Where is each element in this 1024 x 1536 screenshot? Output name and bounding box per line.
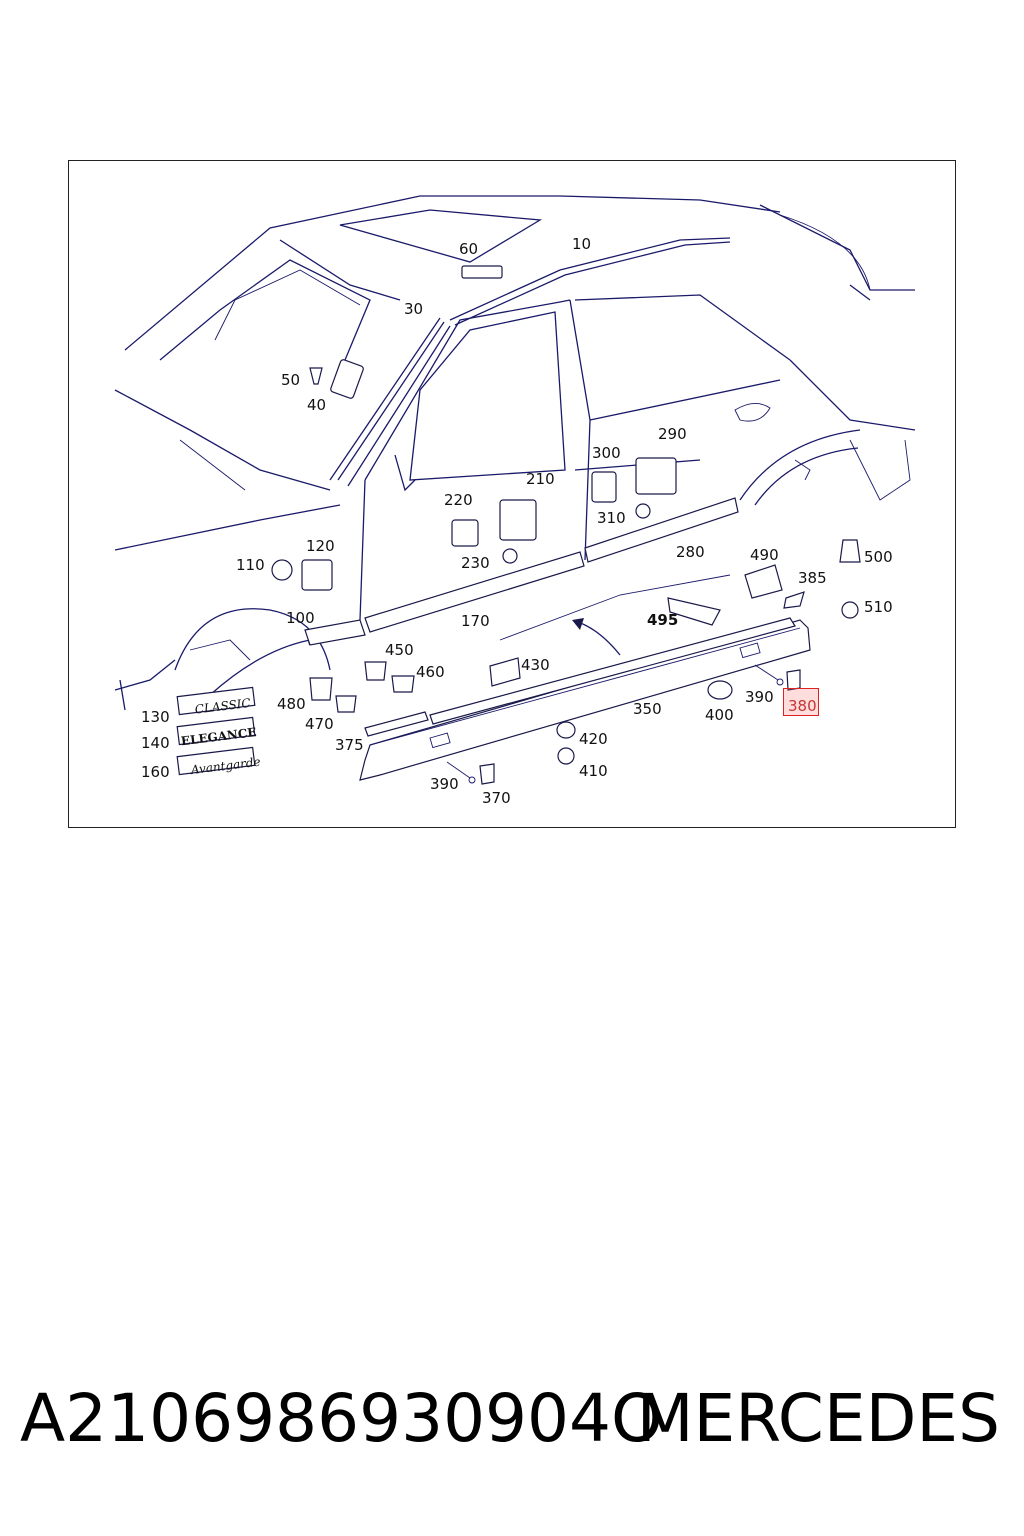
callout-460[interactable]: 460 — [416, 663, 445, 681]
callout-120[interactable]: 120 — [306, 537, 335, 555]
callout-310[interactable]: 310 — [597, 509, 626, 527]
callout-470[interactable]: 470 — [305, 715, 334, 733]
hardware-parts — [271, 265, 861, 785]
car-body-outline — [114, 195, 916, 711]
callout-380[interactable]: 380 — [788, 697, 817, 715]
callout-350[interactable]: 350 — [633, 700, 662, 718]
callout-420[interactable]: 420 — [579, 730, 608, 748]
callout-490[interactable]: 490 — [750, 546, 779, 564]
callout-280[interactable]: 280 — [676, 543, 705, 561]
badge-classic: CLASSIC — [194, 696, 251, 717]
callout-480[interactable]: 480 — [277, 695, 306, 713]
callout-60[interactable]: 60 — [459, 240, 478, 258]
callout-140[interactable]: 140 — [141, 734, 170, 752]
callout-230[interactable]: 230 — [461, 554, 490, 572]
brand-name: MERCEDES — [636, 1380, 1000, 1457]
callout-370[interactable]: 370 — [482, 789, 511, 807]
callout-labels: 10 30 40 50 60 100 110 120 130 140 160 1… — [141, 235, 893, 807]
callout-10[interactable]: 10 — [572, 235, 591, 253]
callout-300[interactable]: 300 — [592, 444, 621, 462]
callout-500[interactable]: 500 — [864, 548, 893, 566]
callout-400[interactable]: 400 — [705, 706, 734, 724]
callout-410[interactable]: 410 — [579, 762, 608, 780]
callout-170[interactable]: 170 — [461, 612, 490, 630]
highlighted-callout-box — [783, 688, 819, 716]
callout-290[interactable]: 290 — [658, 425, 687, 443]
callout-160[interactable]: 160 — [141, 763, 170, 781]
model-badges: CLASSIC ELEGANCE Avantgarde — [176, 686, 261, 777]
callout-30[interactable]: 30 — [404, 300, 423, 318]
callout-100[interactable]: 100 — [286, 609, 315, 627]
callout-495[interactable]: 495 — [647, 611, 678, 629]
sill-panel — [359, 617, 811, 781]
callout-390-right[interactable]: 390 — [745, 688, 774, 706]
callout-210[interactable]: 210 — [526, 470, 555, 488]
callout-110[interactable]: 110 — [236, 556, 265, 574]
callout-430[interactable]: 430 — [521, 656, 550, 674]
callout-130[interactable]: 130 — [141, 708, 170, 726]
callout-40[interactable]: 40 — [307, 396, 326, 414]
callout-220[interactable]: 220 — [444, 491, 473, 509]
door-moldings — [304, 497, 739, 646]
callout-510[interactable]: 510 — [864, 598, 893, 616]
callout-50[interactable]: 50 — [281, 371, 300, 389]
callout-450[interactable]: 450 — [385, 641, 414, 659]
part-number: A2106986930904O — [20, 1380, 663, 1457]
footer-bar: A2106986930904O MERCEDES — [0, 1380, 1024, 1470]
callout-385[interactable]: 385 — [798, 569, 827, 587]
callout-375[interactable]: 375 — [335, 736, 364, 754]
callout-390-left[interactable]: 390 — [430, 775, 459, 793]
